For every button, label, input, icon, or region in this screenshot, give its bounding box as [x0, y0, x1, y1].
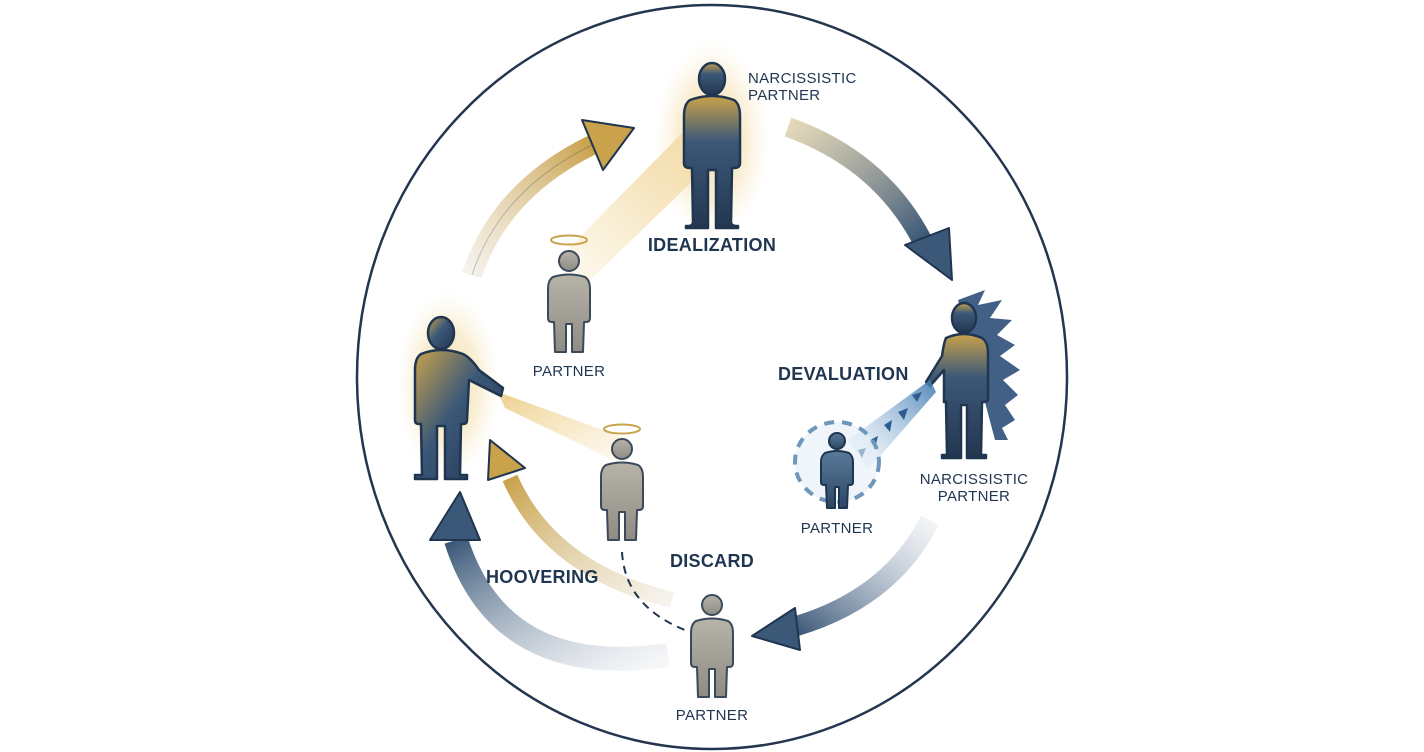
partner-label-discarded: PARTNER	[675, 707, 749, 724]
stage-label-hoovering: HOOVERING	[486, 567, 599, 587]
narcissist-label-top-line1: NARCISSISTIC	[748, 70, 857, 87]
narcissist-label-right-line1: NARCISSISTIC	[919, 471, 1029, 488]
stage-label-idealization: IDEALIZATION	[647, 235, 777, 255]
narcissist-label-right-line2: PARTNER	[937, 488, 1011, 506]
person-silhouette-icon	[820, 432, 854, 509]
person-silhouette-icon	[413, 315, 505, 481]
cycle-arrow-icon	[487, 439, 674, 608]
halo-icon	[603, 423, 641, 435]
cycle-arrow-icon	[751, 515, 939, 651]
person-silhouette-icon	[682, 61, 742, 230]
cycle-arrow-icon	[462, 119, 635, 279]
person-silhouette-icon	[924, 301, 990, 460]
halo-icon	[550, 234, 588, 246]
person-silhouette-icon	[547, 234, 591, 353]
cycle-arrow-icon	[429, 491, 670, 671]
person-silhouette-icon	[600, 423, 644, 541]
partner-label-devalued: PARTNER	[800, 520, 874, 537]
stage-label-devaluation: DEVALUATION	[778, 364, 909, 384]
narcissist-label-top-line2: PARTNER	[748, 87, 821, 105]
hoovering-beam	[498, 392, 630, 468]
narcissist-label-top: NARCISSISTIC PARTNER	[748, 70, 857, 105]
person-silhouette-icon	[690, 594, 734, 698]
cycle-boundary	[355, 3, 1069, 751]
stage-label-discard: DISCARD	[669, 551, 755, 571]
narcissist-label-right: NARCISSISTIC PARTNER	[920, 471, 1029, 506]
cycle-arrow-icon	[784, 117, 953, 281]
partner-label-idealized: PARTNER	[532, 363, 606, 380]
